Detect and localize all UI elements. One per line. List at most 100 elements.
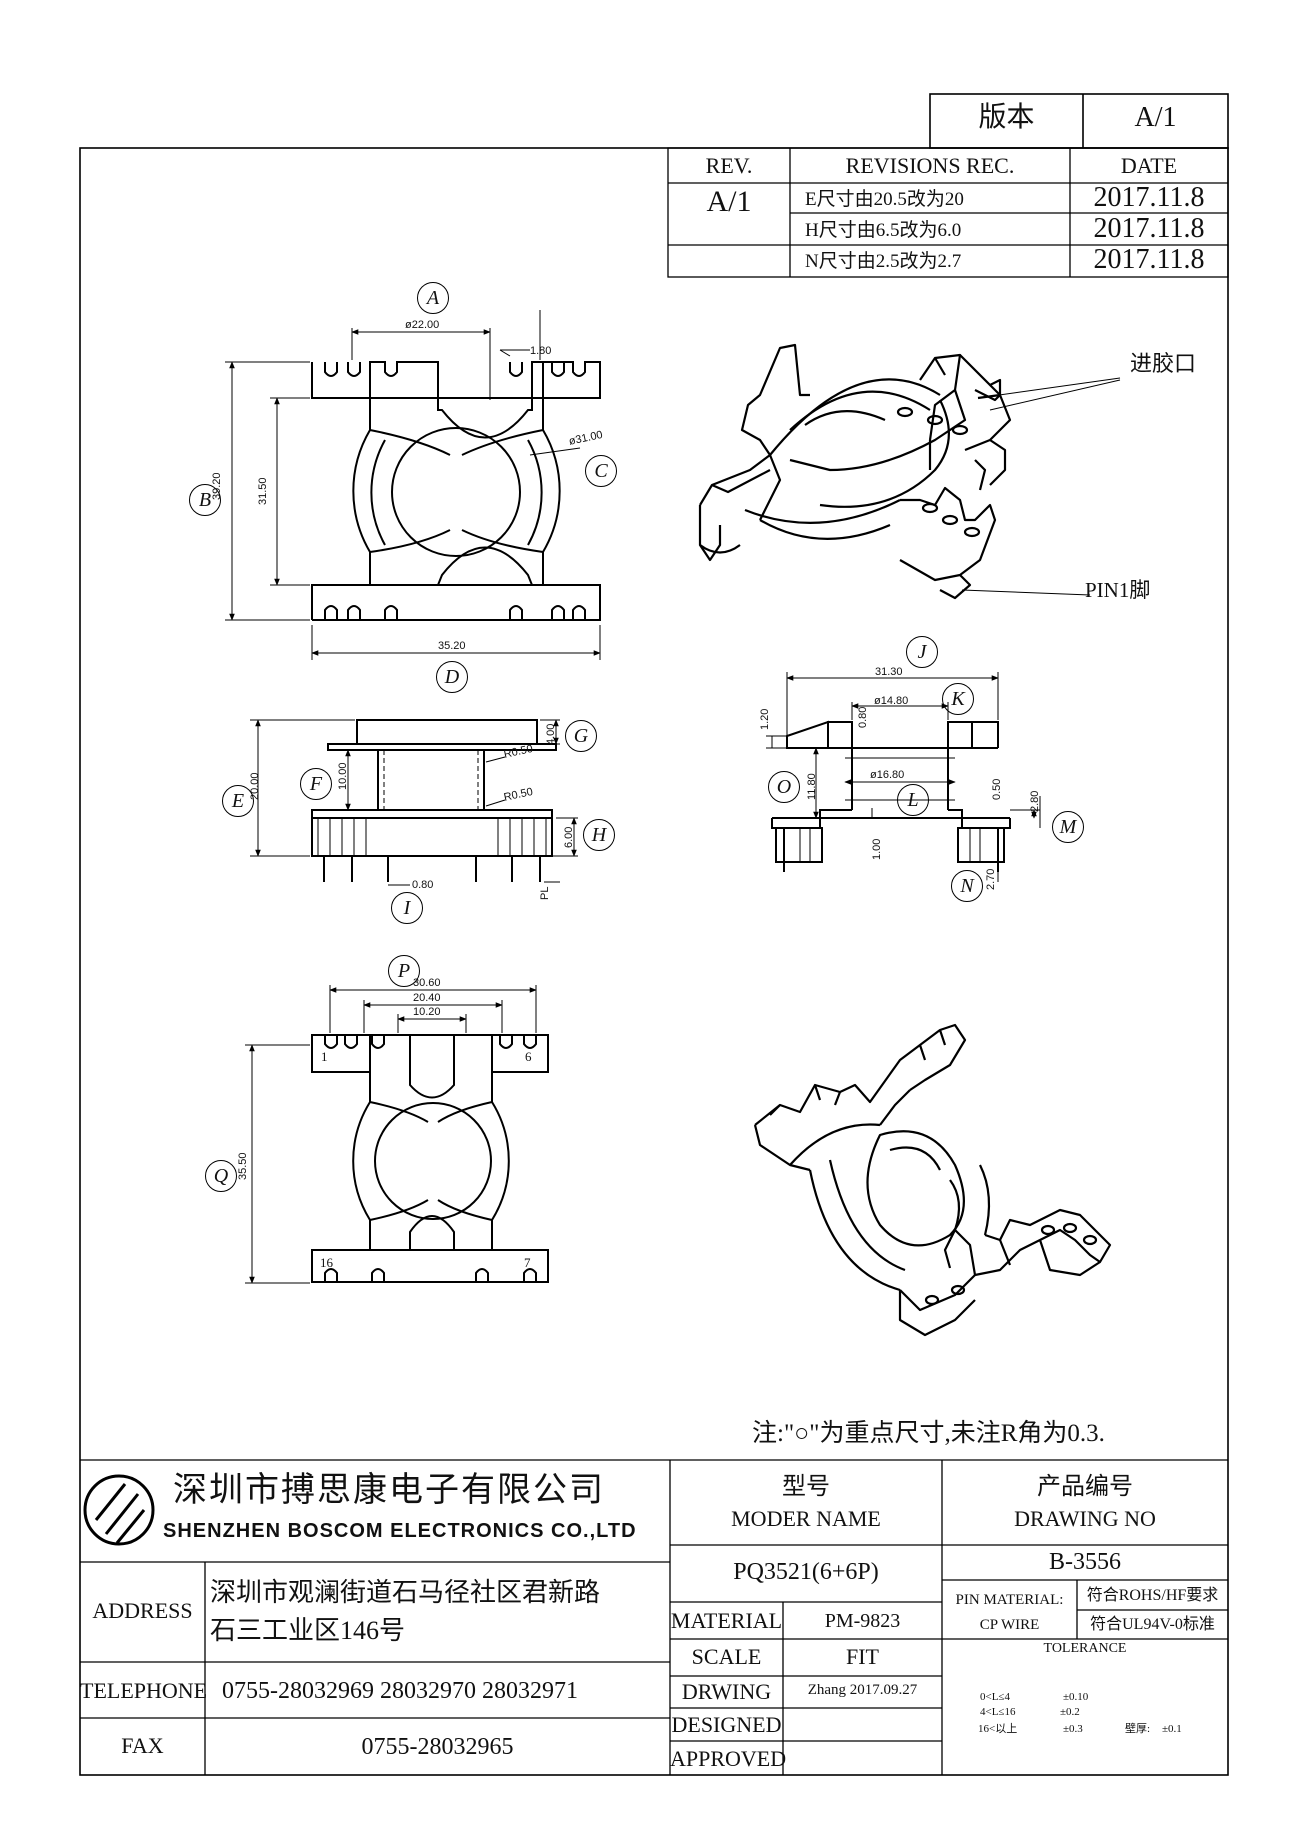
address-label: ADDRESS [92, 1598, 193, 1623]
address-line-1: 深圳市观澜街道石马径社区君新路 [210, 1578, 601, 1607]
label-L: L [897, 784, 929, 816]
wall-thickness-label: 壁厚: [1125, 1723, 1151, 1735]
label-Q: Q [205, 1160, 237, 1192]
dim-phi22: ø22.00 [405, 319, 440, 331]
tolerance-range-3: 16<以上 [978, 1723, 1018, 1735]
company-name-en: SHENZHEN BOSCOM ELECTRONICS CO.,LTD [163, 1520, 637, 1542]
tolerance-range-1: 0<L≤4 [980, 1691, 1010, 1703]
drawing-no-value: B-3556 [1049, 1549, 1121, 1575]
pin-label-16: 16 [320, 1255, 333, 1270]
revision-row-3: N尺寸由2.5改为2.7 [805, 251, 962, 272]
tolerance-value-2: ±0.2 [1060, 1706, 1080, 1718]
pin-material-value: 符合ROHS/HF要求 [1086, 1587, 1219, 1604]
label-J: J [906, 636, 938, 668]
label-M: M [1052, 811, 1084, 843]
label-G: G [565, 720, 597, 752]
revisions-header: REVISIONS REC. [845, 153, 1015, 178]
label-I: I [391, 892, 423, 924]
bottom-view [311, 1034, 549, 1283]
dim-10-20: 10.20 [413, 1006, 441, 1018]
drawing-no-label-en: DRAWING NO [1014, 1506, 1156, 1531]
pin-material-label: PIN MATERIAL: [955, 1592, 1064, 1608]
isometric-view-top [698, 343, 1012, 600]
dim-31-30: 31.30 [875, 666, 903, 678]
revision-date-3: 2017.11.8 [1093, 244, 1205, 275]
version-value: A/1 [1134, 102, 1177, 133]
top-view-dims [225, 310, 601, 660]
label-C: C [585, 455, 617, 487]
telephone-label: TELEPHONE [80, 1678, 208, 1703]
dim-4-00: 4.00 [545, 723, 557, 745]
dim-35-20: 35.20 [438, 640, 466, 652]
fax-value: 0755-28032965 [361, 1734, 514, 1760]
material-label: MATERIAL [670, 1608, 783, 1633]
pin1-callout: PIN1脚 [1085, 578, 1151, 602]
label-D: D [436, 661, 468, 693]
material-value: PM-9823 [824, 1610, 901, 1632]
dim-6-00: 6.00 [563, 826, 575, 848]
revision-table [667, 147, 1229, 278]
tolerance-value-1: ±0.10 [1063, 1691, 1089, 1703]
dim-1-00: 1.00 [871, 838, 883, 860]
side-view-dims [250, 719, 578, 886]
scale-label: SCALE [691, 1644, 762, 1669]
rev-value: A/1 [706, 185, 752, 218]
label-H: H [583, 819, 615, 851]
revision-row-2: H尺寸由6.5改为6.0 [805, 220, 962, 241]
title-block-grid [80, 1459, 1228, 1775]
designed-label: DESIGNED [671, 1712, 782, 1737]
tolerance-value-3: ±0.3 [1063, 1723, 1083, 1735]
revision-date-2: 2017.11.8 [1093, 213, 1205, 244]
drwing-label: DRWING [681, 1679, 772, 1704]
dim-0-80: 0.80 [412, 879, 434, 891]
label-B: B [189, 484, 221, 516]
revision-date-1: 2017.11.8 [1093, 182, 1205, 213]
label-N: N [951, 870, 983, 902]
version-label: 版本 [978, 102, 1035, 133]
dim-1-20: 1.20 [759, 708, 771, 730]
dim-20-40: 20.40 [413, 992, 441, 1004]
label-K: K [942, 683, 974, 715]
pin-label-7: 7 [524, 1255, 531, 1270]
dim-30-60: 30.60 [413, 977, 441, 989]
dim-11-80: 11.80 [806, 773, 818, 800]
address-line-2: 石三工业区146号 [210, 1616, 406, 1645]
rev-header: REV. [705, 153, 753, 178]
label-F: F [300, 768, 332, 800]
approved-label: APPROVED [670, 1746, 787, 1771]
dim-2-70: 2.70 [985, 868, 997, 890]
dim-39-20: 39.20 [211, 472, 223, 500]
isometric-callouts [961, 377, 1121, 596]
dim-20-00: 20.00 [249, 772, 261, 800]
label-O: O [768, 771, 800, 803]
wall-thickness-value: ±0.1 [1162, 1723, 1182, 1735]
bottom-view-dims [245, 985, 537, 1284]
dim-2-80: 2.80 [1029, 790, 1041, 812]
tolerance-title: TOLERANCE [1043, 1641, 1127, 1656]
telephone-value: 0755-28032969 28032970 28032971 [222, 1678, 578, 1704]
label-A: A [417, 282, 449, 314]
gate-callout: 进胶口 [1130, 351, 1197, 376]
dim-1-80: 1.80 [530, 345, 552, 357]
dim-10-00: 10.00 [337, 762, 349, 790]
model-label-cn: 型号 [782, 1474, 830, 1500]
top-view [311, 361, 601, 621]
dim-35-50: 35.50 [237, 1152, 249, 1180]
side-view [311, 719, 557, 882]
tolerance-range-2: 4<L≤16 [980, 1706, 1016, 1718]
scale-value: FIT [846, 1644, 879, 1669]
dim-31-50: 31.50 [257, 477, 269, 505]
label-E: E [222, 785, 254, 817]
dim-phi16-80: ø16.80 [870, 769, 905, 781]
drwing-value: Zhang 2017.09.27 [807, 1682, 918, 1698]
drawing-note: 注:"○"为重点尺寸,未注R角为0.3. [752, 1420, 1105, 1447]
dim-0-80-section: 0.80 [857, 706, 869, 728]
label-P: P [388, 955, 420, 987]
company-logo [83, 1474, 155, 1546]
revision-row-1: E尺寸由20.5改为20 [805, 189, 964, 210]
isometric-view-bottom [753, 1023, 1112, 1337]
pin-label-6: 6 [525, 1049, 532, 1064]
drawing-no-label-cn: 产品编号 [1037, 1474, 1133, 1500]
dim-phi14-80: ø14.80 [874, 695, 909, 707]
dim-0-50: 0.50 [991, 778, 1003, 800]
